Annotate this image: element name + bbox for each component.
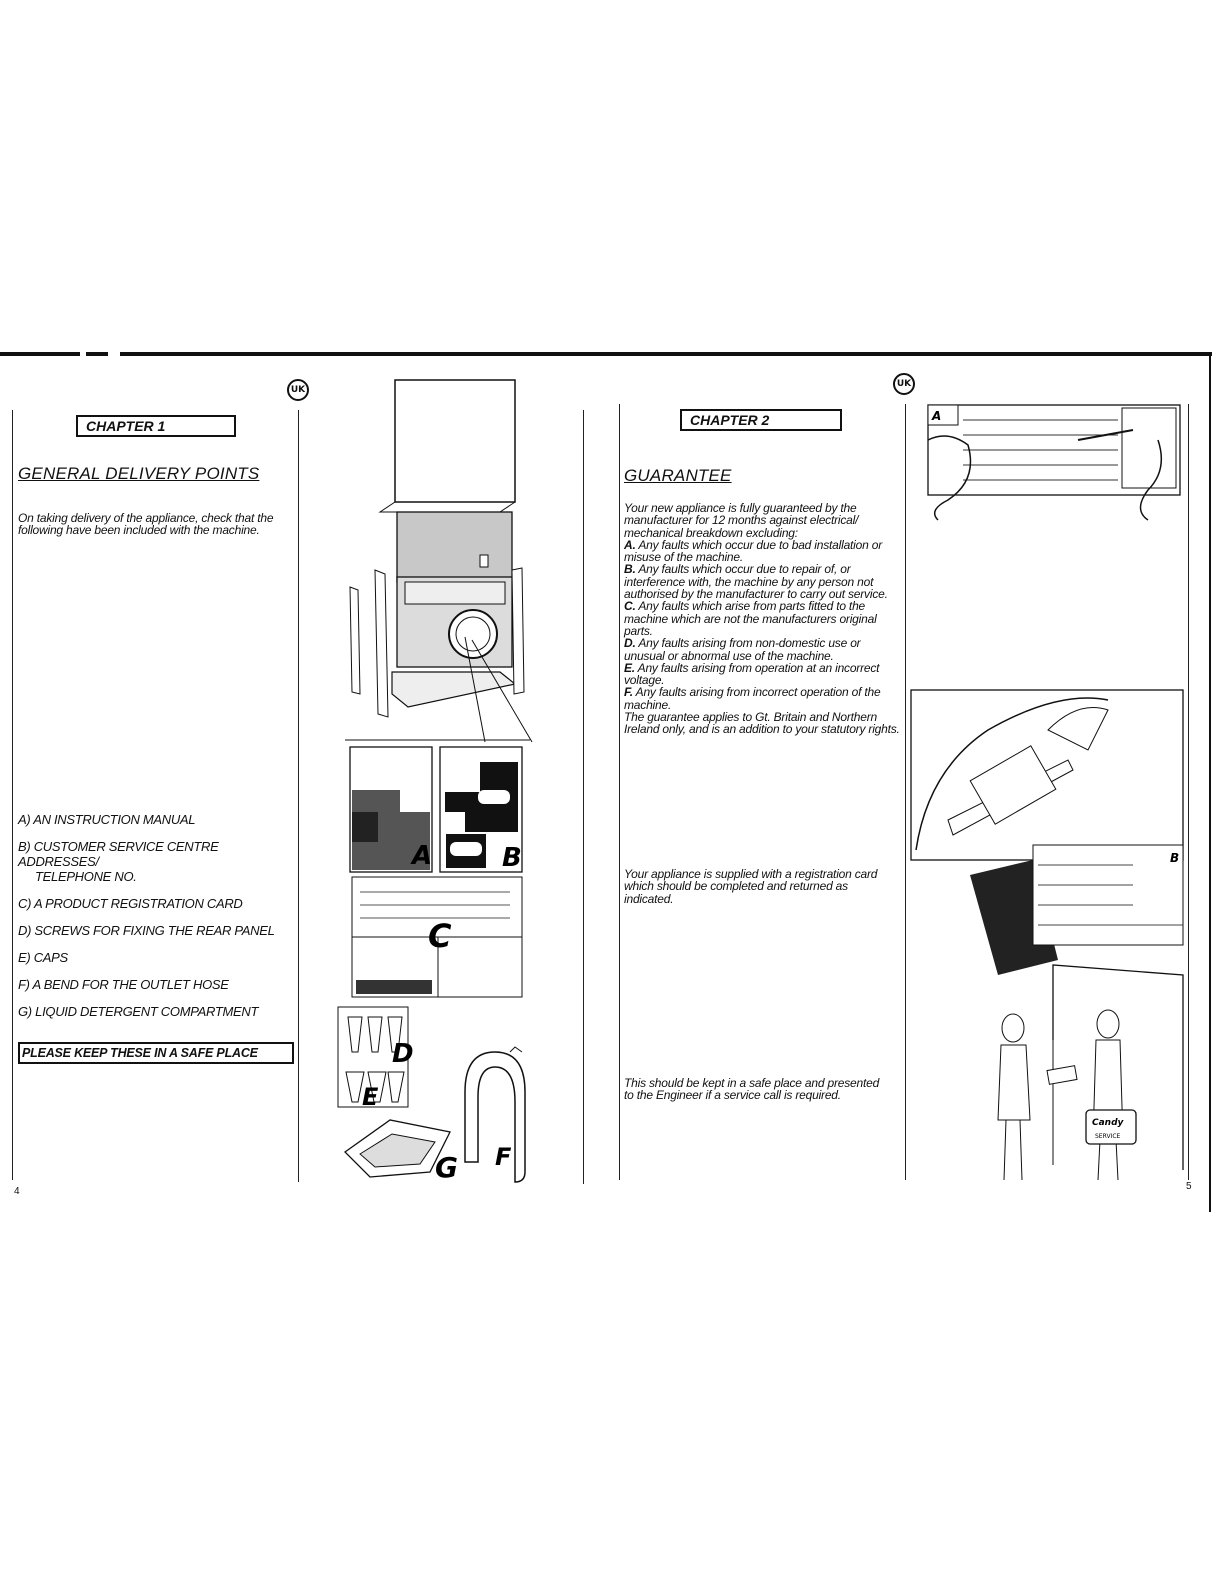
chapter-label: CHAPTER 1	[76, 415, 236, 437]
guarantee-intro: Your new appliance is fully guaranteed b…	[624, 501, 859, 540]
list-item: B) CUSTOMER SERVICE CENTRE ADDRESSES/TEL…	[18, 839, 219, 884]
list-item: D) SCREWS FOR FIXING THE REAR PANEL	[18, 923, 275, 938]
uk-badge: UK	[893, 373, 915, 395]
service-brand: Candy	[1092, 1118, 1125, 1128]
top-rule-gap	[108, 350, 120, 358]
keep-safe-paragraph: This should be kept in a safe place and …	[624, 1076, 880, 1103]
exclusion-item: F. Any faults arising from incorrect ope…	[624, 685, 881, 712]
registration-card-illustration: A B Candy SERVICE	[910, 404, 1184, 1181]
card-label-a: A	[931, 409, 941, 423]
exclusion-item: A. Any faults which occur due to bad ins…	[624, 537, 882, 565]
figure-label-d: D	[392, 1039, 414, 1069]
delivery-contents-illustration: A B C D E G F	[337, 379, 533, 1184]
list-item: F) A BEND FOR THE OUTLET HOSE	[18, 977, 229, 992]
uk-badge: UK	[287, 379, 309, 401]
list-item: E) CAPS	[18, 950, 68, 965]
column-divider	[298, 410, 299, 1182]
section-title: GUARANTEE	[624, 466, 732, 485]
figure-label-a: A	[410, 841, 432, 871]
list-item: G) LIQUID DETERGENT COMPARTMENT	[18, 1004, 259, 1019]
registration-paragraph: Your appliance is supplied with a regist…	[624, 867, 878, 906]
intro-paragraph: On taking delivery of the appliance, che…	[18, 511, 274, 538]
right-page-edge	[1209, 352, 1211, 1212]
chapter-label: CHAPTER 2	[680, 409, 842, 431]
page-number: 4	[14, 1186, 20, 1197]
delivery-items-list: A) AN INSTRUCTION MANUAL B) CUSTOMER SER…	[18, 812, 298, 1031]
column-divider	[619, 404, 620, 1180]
exclusion-item: D. Any faults arising from non-domestic …	[624, 636, 861, 663]
figure-label-b: B	[502, 843, 522, 873]
card-label-b: B	[1170, 851, 1179, 865]
figure-label-e: E	[362, 1083, 379, 1111]
column-divider	[583, 410, 584, 1184]
figure-label-g: G	[435, 1151, 458, 1184]
exclusion-item: B. Any faults which occur due to repair …	[624, 562, 888, 602]
figure-label-c: C	[428, 917, 452, 955]
service-label: SERVICE	[1095, 1133, 1121, 1140]
top-rule-gap	[80, 350, 86, 358]
exclusion-item: C. Any faults which arise from parts fit…	[624, 599, 877, 638]
column-divider	[12, 410, 13, 1180]
guarantee-text: Your new appliance is fully guaranteed b…	[624, 502, 904, 736]
page-number: 5	[1186, 1181, 1192, 1192]
statutory-rights-note: The guarantee applies to Gt. Britain and…	[624, 710, 900, 737]
column-divider	[1188, 404, 1189, 1180]
list-item: C) A PRODUCT REGISTRATION CARD	[18, 896, 243, 911]
figure-label-f: F	[495, 1143, 512, 1171]
exclusion-item: E. Any faults arising from operation at …	[624, 660, 880, 688]
top-rule	[0, 352, 1212, 356]
list-item: A) AN INSTRUCTION MANUAL	[18, 812, 196, 827]
section-title: GENERAL DELIVERY POINTS	[18, 464, 260, 483]
keep-safe-notice: PLEASE KEEP THESE IN A SAFE PLACE	[18, 1042, 294, 1064]
column-divider	[905, 404, 906, 1180]
